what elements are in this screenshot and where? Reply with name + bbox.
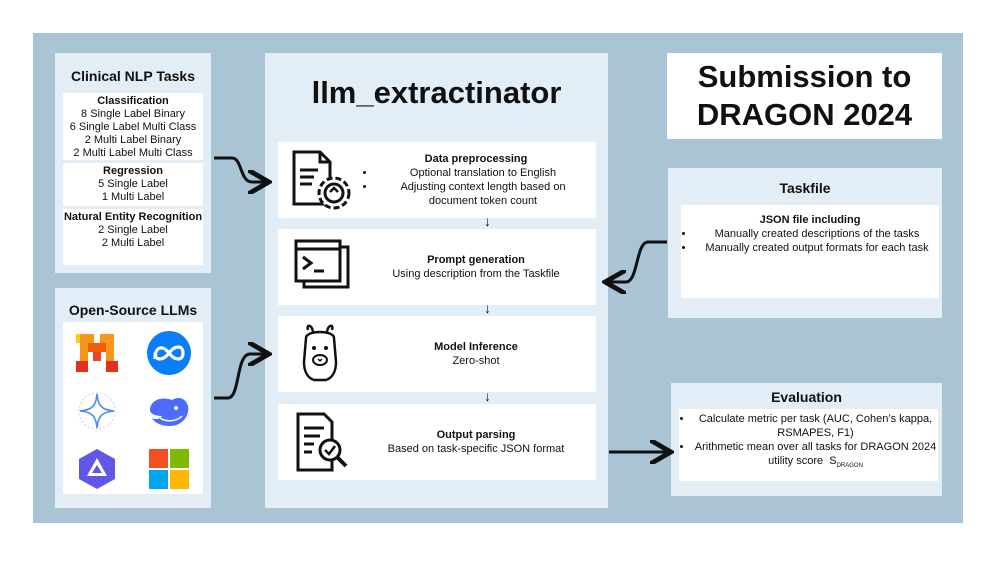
taskfile-bullet: Manually created descriptions of the tas… [695,227,939,241]
qwen-icon [79,449,115,489]
regression-line: 5 Single Label [98,178,168,190]
down-arrow-icon: ↓ [484,300,491,316]
step-preprocessing-heading: Data preprocessing [424,153,528,165]
step-data-preprocessing: Data preprocessing Optional translation … [278,142,596,218]
deepseek-icon [150,398,189,426]
taskfile-heading: JSON file including [759,214,861,226]
gemma-icon [78,392,116,430]
score-symbol: S [829,455,837,467]
taskfile-title: Taskfile [779,180,831,196]
step-prompt-heading: Prompt generation [427,254,525,266]
microsoft-icon [149,449,189,489]
classification-card: Classification 8 Single Label Binary 6 S… [63,93,203,160]
taskfile-bullet: Manually created output formats for each… [695,241,939,255]
taskfile-list: Manually created descriptions of the tas… [681,227,939,255]
score-subscript: DRAGON [836,463,863,470]
step-parsing-description: Based on task-specific JSON format [387,443,565,455]
evaluation-list: Calculate metric per task (AUC, Cohen’s … [679,412,938,473]
submission-title-box: Submission to DRAGON 2024 [667,53,942,139]
step-model-inference: Model Inference Zero-shot [278,316,596,392]
llms-title: Open-Source LLMs [68,302,198,318]
meta-icon [147,331,191,375]
classification-line: 8 Single Label Binary [81,108,185,120]
classification-heading: Classification [97,95,169,107]
classification-line: 2 Multi Label Binary [84,134,182,146]
terminal-icon [294,239,350,289]
regression-card: Regression 5 Single Label 1 Multi Label [63,163,203,206]
submission-title-line: Submission to [697,59,912,94]
evaluation-card: Calculate metric per task (AUC, Cohen’s … [679,409,938,481]
step-inference-text: Model Inference Zero-shot [362,316,590,392]
ner-card: Natural Entity Recognition 2 Single Labe… [63,209,203,265]
step-prompt-generation: Prompt generation Using description from… [278,229,596,305]
step-parsing-text: Output parsing Based on task-specific JS… [362,404,590,480]
taskfile-card: JSON file including Manually created des… [681,205,939,298]
classification-line: 2 Multi Label Multi Class [73,147,193,159]
down-arrow-icon: ↓ [484,213,491,229]
evaluation-bullet-text: Arithmetic mean over all tasks for DRAGO… [694,441,937,467]
document-search-icon [296,412,348,472]
step-prompt-text: Prompt generation Using description from… [362,229,590,305]
classification-line: 6 Single Label Multi Class [69,121,197,133]
step-inference-description: Zero-shot [452,355,500,367]
down-arrow-icon: ↓ [484,388,491,404]
llama-icon [302,324,338,382]
step-parsing-heading: Output parsing [436,429,516,441]
evaluation-bullet: Arithmetic mean over all tasks for DRAGO… [693,440,938,473]
evaluation-bullet: Calculate metric per task (AUC, Cohen’s … [693,412,938,440]
regression-heading: Regression [103,165,163,177]
step-inference-heading: Model Inference [434,341,518,353]
step-preprocessing-list: Optional translation to English Adjustin… [362,166,590,208]
mistral-icon [76,334,118,372]
step-preprocessing-bullet: Adjusting context length based on docume… [376,180,590,208]
extractinator-title: llm_extractinator [311,75,562,110]
step-preprocessing-text: Data preprocessing Optional translation … [362,142,590,218]
clinical-tasks-title: Clinical NLP Tasks [71,68,195,84]
step-preprocessing-bullet: Optional translation to English [376,166,590,180]
ner-heading: Natural Entity Recognition [63,211,203,223]
ner-line: 2 Single Label [98,224,168,236]
document-gear-icon [292,150,351,210]
regression-line: 1 Multi Label [101,191,165,203]
step-prompt-description: Using description from the Taskfile [392,268,560,280]
ner-line: 2 Multi Label [101,237,165,249]
evaluation-title: Evaluation [771,389,842,405]
submission-title-line: DRAGON 2024 [696,97,913,132]
step-output-parsing: Output parsing Based on task-specific JS… [278,404,596,480]
